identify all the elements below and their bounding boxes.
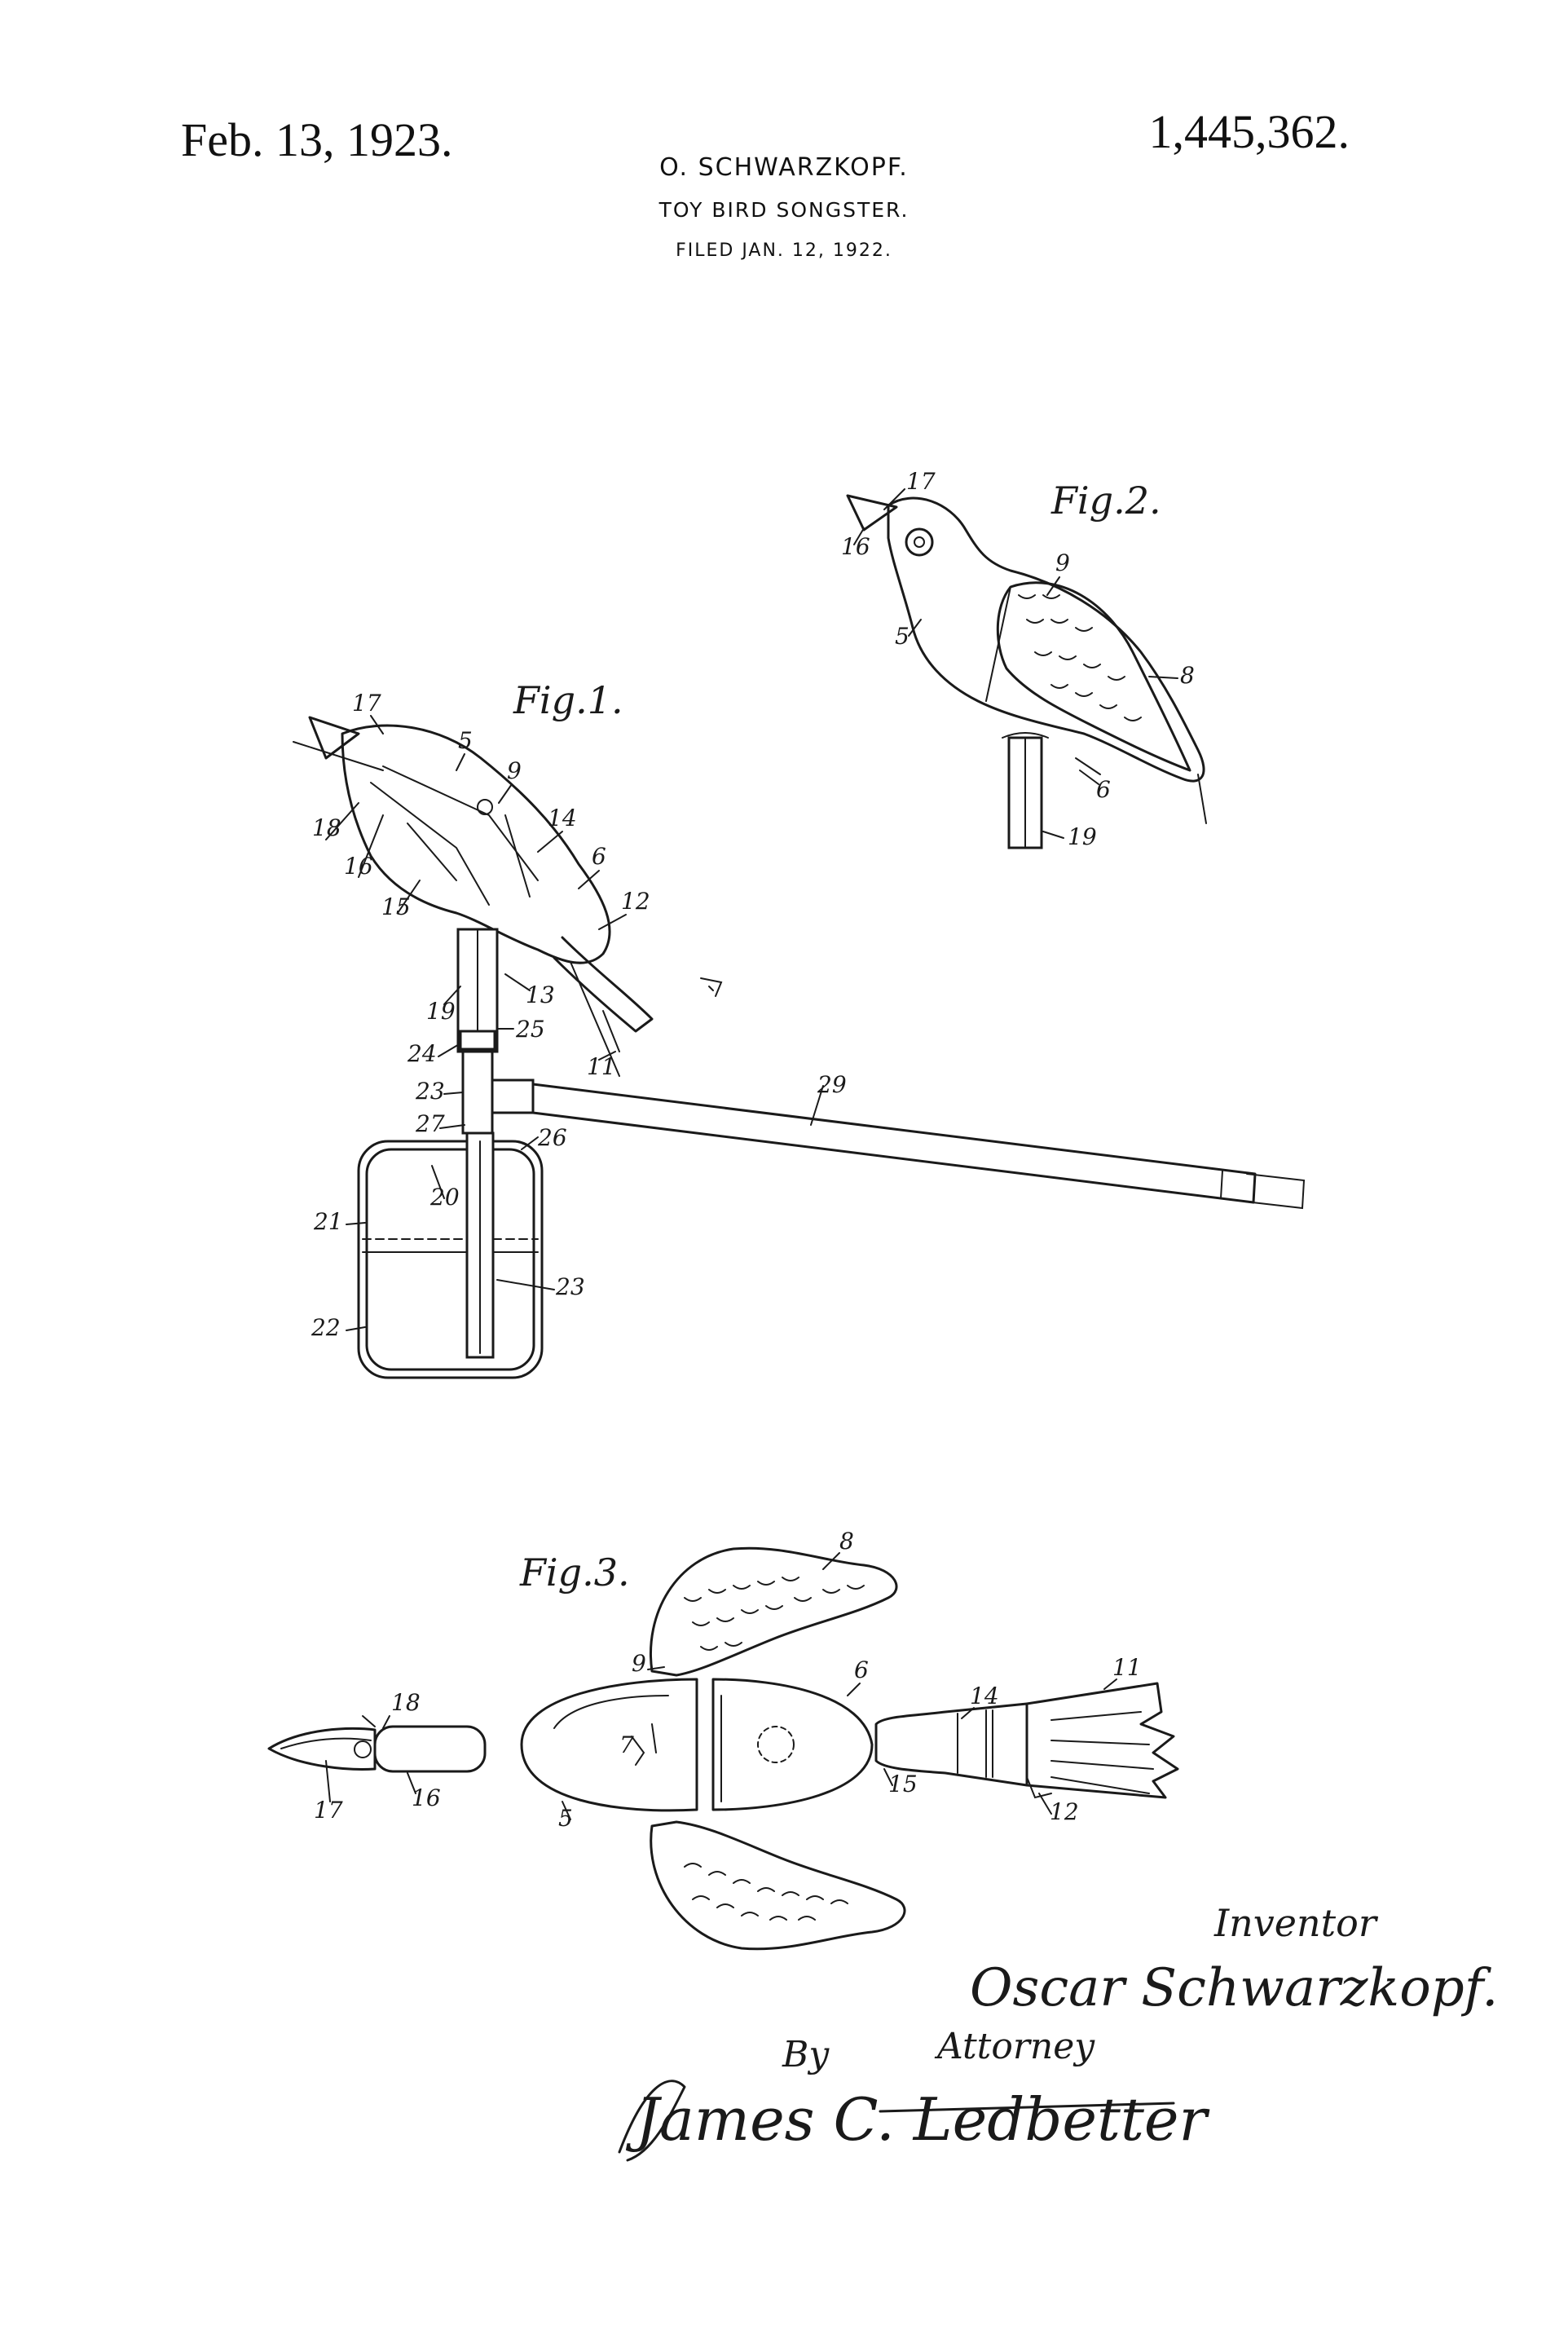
svg-text:5: 5 [895,623,910,650]
fig3-whistle-tube [373,1725,487,1773]
attorney-label: Attorney [934,2026,1095,2067]
svg-text:7: 7 [619,1731,634,1758]
fig2-label: Fig.2. [1050,479,1161,523]
fig1-water-reservoir [357,1140,544,1379]
inventor-signature: Oscar Schwarzkopf. [970,1958,1498,2018]
svg-text:23: 23 [415,1078,445,1105]
svg-text:19: 19 [1068,823,1097,850]
patent-date: Feb. 13, 1923. [181,113,453,166]
inventor-heading: O. SCHWARZKOPF. [659,153,909,182]
fig1-blow-pipe [531,1083,1257,1204]
svg-text:12: 12 [1050,1798,1079,1825]
svg-text:12: 12 [621,888,650,915]
svg-text:15: 15 [381,893,411,920]
fig3-tail-feathers [1025,1682,1179,1799]
svg-text:9: 9 [632,1650,646,1677]
svg-text:21: 21 [313,1208,343,1235]
svg-text:13: 13 [526,981,555,1008]
fig3-label: Fig.3. [519,1550,630,1595]
svg-text:17: 17 [906,468,936,495]
fig3-upper-wing [650,1546,898,1677]
svg-text:18: 18 [391,1689,421,1716]
inventor-label: Inventor [1213,1901,1379,1945]
svg-text:6: 6 [592,843,606,870]
svg-text:17: 17 [352,690,381,717]
svg-text:23: 23 [555,1273,585,1300]
attorney-signature: James C. Ledbetter [625,2085,1209,2154]
svg-text:22: 22 [311,1314,341,1341]
fig3-lower-wing [650,1820,906,1951]
svg-text:9: 9 [507,757,522,784]
svg-text:11: 11 [1112,1654,1142,1681]
svg-text:27: 27 [415,1110,445,1137]
svg-text:6: 6 [854,1656,869,1683]
svg-text:8: 8 [839,1528,854,1555]
fig1-label: Fig.1. [513,678,623,722]
fig3-beak-piece [267,1727,377,1771]
fig2-bird-body [887,496,1205,783]
svg-text:16: 16 [841,533,870,560]
fig1-tail [553,936,654,1033]
patent-title: TOY BIRD SONGSTER. [658,198,910,222]
svg-text:19: 19 [426,998,456,1025]
svg-text:5: 5 [558,1805,573,1832]
svg-text:8: 8 [1180,662,1195,689]
fig3-front-body-half [520,1678,698,1812]
by-label: By [782,2034,830,2075]
fig1-beak [308,716,360,760]
svg-text:29: 29 [817,1071,847,1098]
svg-text:11: 11 [587,1053,616,1080]
svg-text:14: 14 [970,1683,999,1709]
svg-text:16: 16 [344,853,373,880]
svg-text:9: 9 [1055,549,1070,576]
fig2-eye [905,527,934,557]
figure-1: Fig.1. [293,678,1306,1379]
fig2-reference-numerals: 17 16 9 5 8 6 19 [841,468,1195,850]
svg-text:6: 6 [1096,776,1111,803]
figure-3: Fig.3. [267,1528,1179,1951]
svg-text:15: 15 [888,1771,918,1797]
svg-text:24: 24 [407,1040,437,1067]
svg-text:17: 17 [314,1797,343,1824]
svg-text:5: 5 [458,727,473,754]
fig2-beak [846,494,898,532]
fig3-reference-numerals: 8 9 18 6 14 11 7 17 16 5 15 12 [314,1528,1142,1832]
svg-text:14: 14 [548,805,577,831]
svg-text:25: 25 [515,1016,545,1043]
fig3-rear-body-half [711,1678,874,1811]
figure-2: Fig.2. 17 16 9 5 8 6 19 [841,468,1207,850]
filed-date: FILED JAN. 12, 1922. [676,240,892,261]
fig1-bird-body [341,724,611,964]
fig2-wing [996,581,1191,772]
svg-text:26: 26 [537,1124,567,1151]
patent-number: 1,445,362. [1148,105,1350,158]
fig1-reference-numerals: 17 5 9 14 18 16 15 6 12 19 13 25 24 11 2… [311,690,847,1341]
svg-text:16: 16 [412,1784,441,1811]
signature-block: Inventor Oscar Schwarzkopf. By Attorney … [618,1901,1498,2162]
